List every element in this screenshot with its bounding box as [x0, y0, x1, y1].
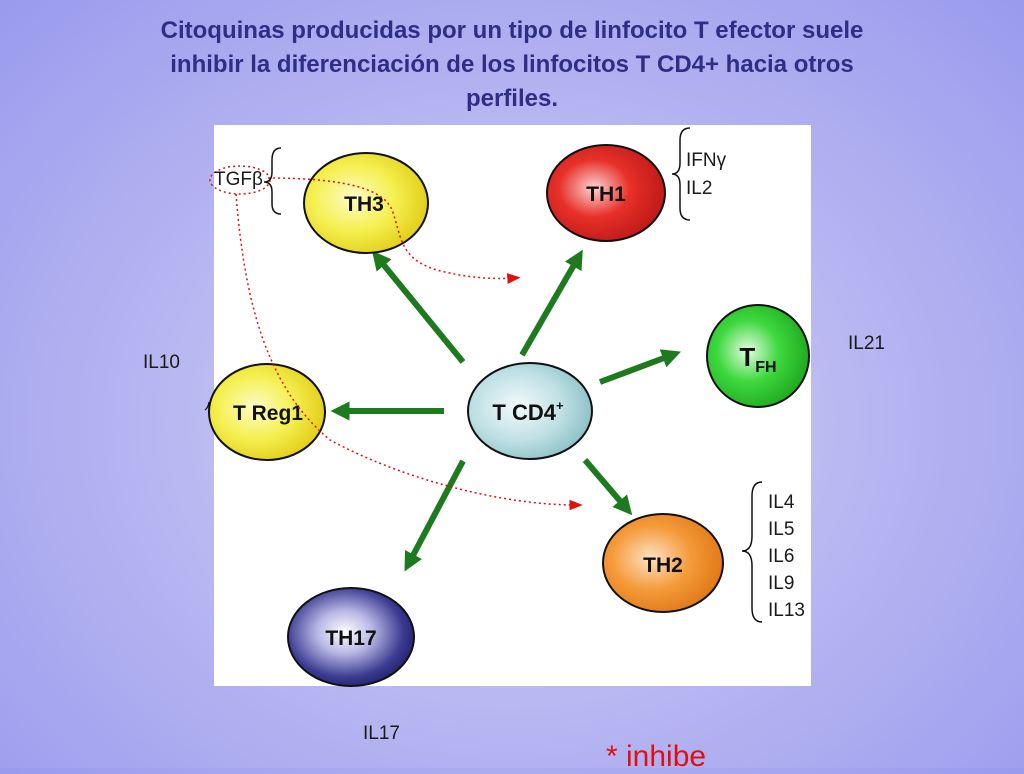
brace-th1: [671, 127, 691, 221]
label-il5: IL5: [768, 519, 795, 540]
label-il9: IL9: [768, 573, 795, 594]
brace-tgfb: [263, 147, 282, 215]
cell-tcd4: T CD4+: [467, 362, 593, 460]
cell-tcd4-label: T CD4: [492, 400, 556, 425]
svg-text:TFH: TFH: [739, 342, 776, 376]
cell-tcd4-superscript: +: [556, 398, 564, 413]
cell-tfh-label: T: [739, 342, 755, 372]
arrow-to-tfh: [598, 349, 681, 385]
arrow-to-th2: [582, 458, 633, 516]
cell-th1: TH1: [546, 144, 666, 242]
label-il17: IL17: [363, 723, 400, 744]
cell-th17: TH17: [287, 587, 415, 687]
cell-treg1: T Reg1: [208, 363, 326, 461]
cell-th1-label: TH1: [586, 183, 626, 206]
brace-th2: [741, 481, 763, 623]
cell-th2-label: TH2: [643, 554, 683, 577]
label-ifng: IFNγ: [686, 150, 727, 171]
label-il2: IL2: [686, 178, 713, 199]
cell-th3-label: TH3: [344, 193, 384, 216]
label-il21: IL21: [848, 333, 885, 354]
title-line-3: perfiles.: [465, 85, 559, 112]
arrow-to-th1: [519, 249, 583, 357]
cell-tfh: TFH: [706, 304, 810, 408]
label-il6: IL6: [768, 546, 795, 567]
inhibition-arrow-upper: [267, 177, 521, 284]
label-il13: IL13: [768, 600, 805, 621]
cell-th3: TH3: [303, 152, 429, 254]
title-line-1: Citoquinas producidas por un tipo de lin…: [160, 17, 864, 44]
arrow-to-th3: [371, 250, 466, 364]
arrow-to-th17: [404, 459, 466, 572]
svg-text:T CD4+: T CD4+: [492, 398, 564, 425]
cell-treg1-label: T Reg1: [233, 402, 303, 425]
cell-tfh-subscript: FH: [755, 359, 776, 376]
label-il4: IL4: [768, 492, 795, 513]
label-tgfb: TGFβ: [214, 169, 263, 190]
inhibition-arrow-lower: [235, 193, 583, 511]
treg1-tick: [204, 401, 210, 411]
cell-th17-label: TH17: [325, 627, 376, 650]
cell-th2: TH2: [602, 513, 724, 613]
slide-title: Citoquinas producidas por un tipo de lin…: [0, 14, 1024, 116]
differentiation-arrows: [330, 249, 681, 572]
label-il10: IL10: [143, 352, 180, 373]
inhibe-note: * inhibe: [606, 740, 707, 773]
title-line-2: inhibir la diferenciación de los linfoci…: [170, 51, 854, 78]
